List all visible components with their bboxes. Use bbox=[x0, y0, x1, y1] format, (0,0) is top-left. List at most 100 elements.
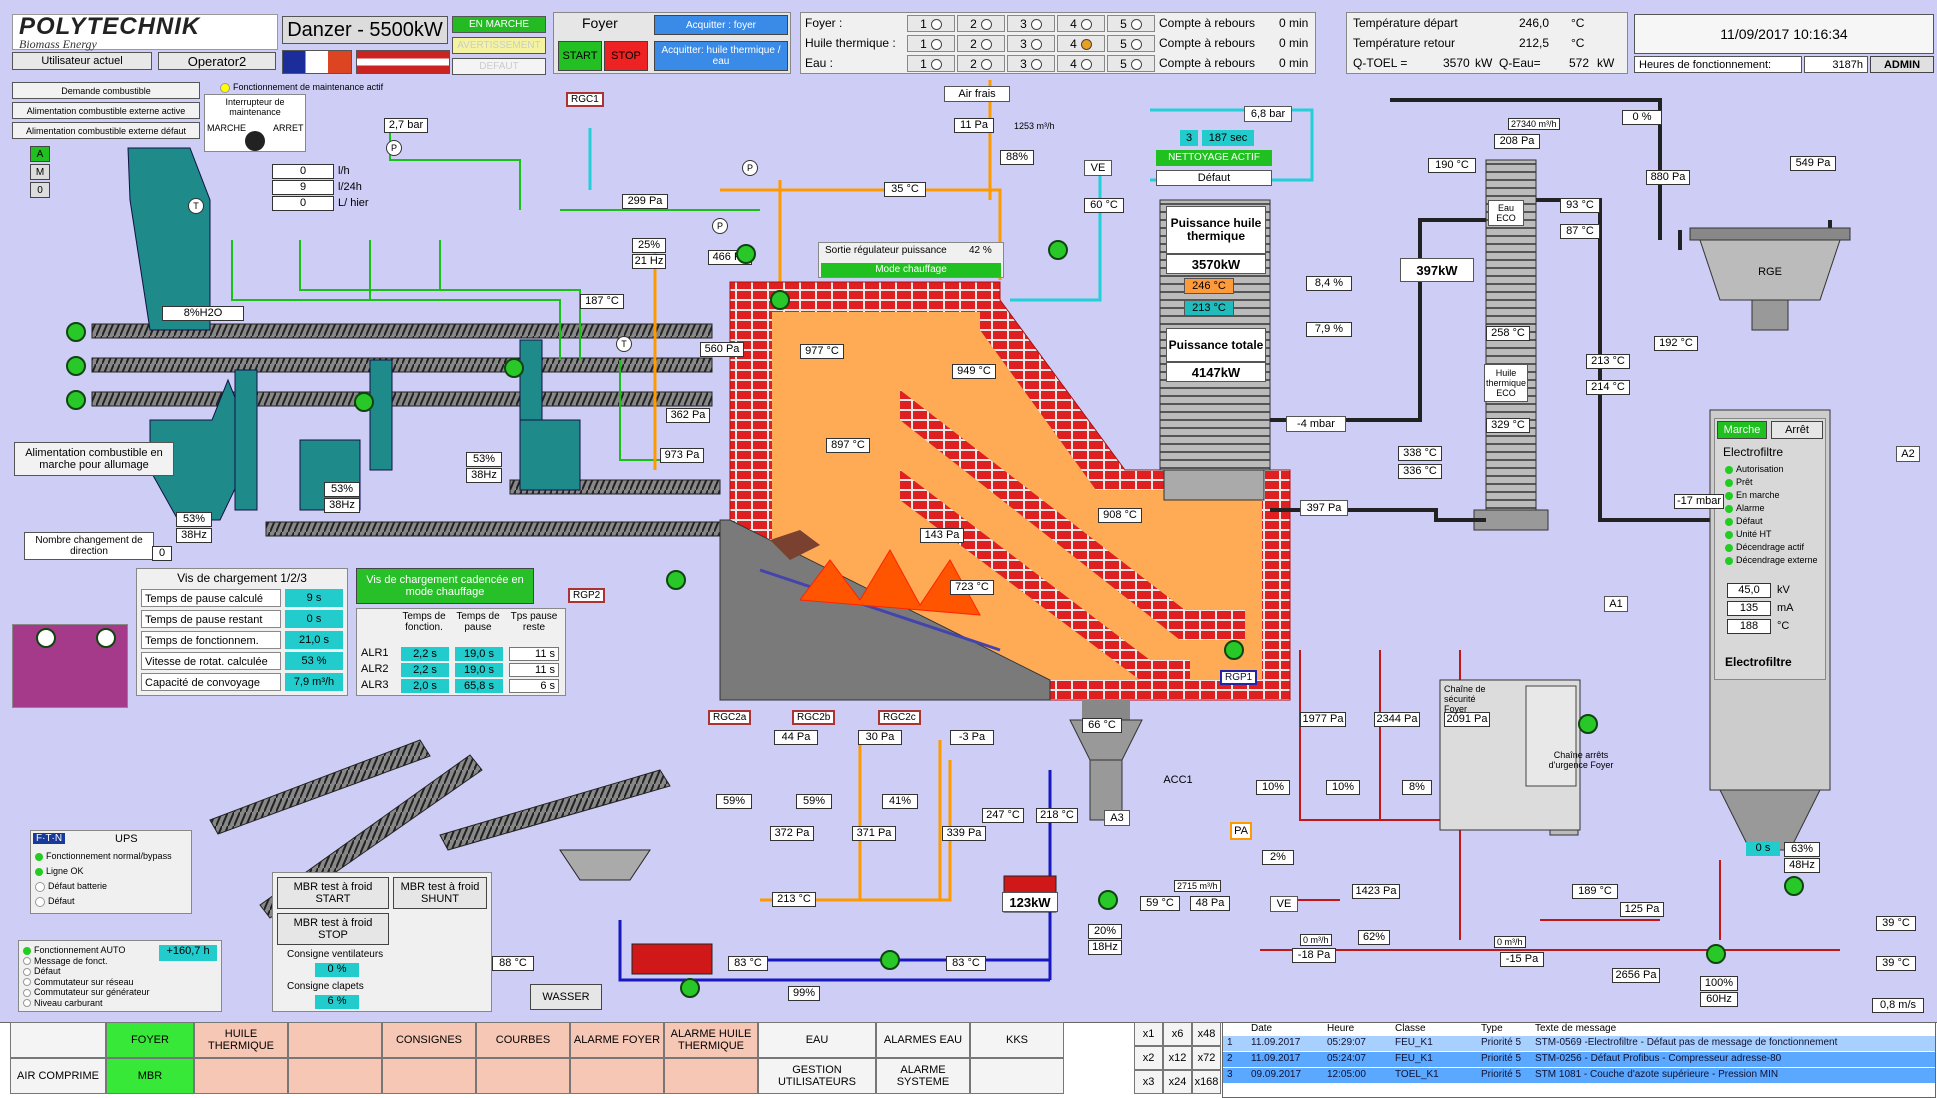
zoom-x48[interactable]: x48 bbox=[1192, 1022, 1221, 1046]
fan-ct201[interactable] bbox=[770, 290, 790, 310]
footer-btn-r2-4[interactable] bbox=[476, 1058, 570, 1094]
zoom-x1[interactable]: x1 bbox=[1134, 1022, 1163, 1046]
fan-an101-b[interactable] bbox=[666, 570, 686, 590]
filter-arret-button[interactable]: Arrêt bbox=[1771, 421, 1823, 439]
motor-ac12[interactable] bbox=[66, 356, 86, 376]
footer-btn-r1-5[interactable]: ALARME FOYER bbox=[570, 1022, 664, 1058]
step-2-1[interactable]: 1 bbox=[907, 55, 955, 72]
air-comprime-button[interactable]: AIR COMPRIME bbox=[10, 1058, 106, 1094]
step-2-5[interactable]: 5 bbox=[1107, 55, 1155, 72]
vis-chargement-button[interactable]: Vis de chargement cadencée en mode chauf… bbox=[356, 568, 534, 604]
step-number: 4 bbox=[1070, 57, 1077, 71]
footer-btn-r1-2[interactable] bbox=[288, 1022, 382, 1058]
step-0-5[interactable]: 5 bbox=[1107, 15, 1155, 32]
fan-466[interactable] bbox=[736, 244, 756, 264]
filter-marche-button[interactable]: Marche bbox=[1717, 421, 1767, 439]
footer-btn-r1-6[interactable]: ALARME HUILE THERMIQUE bbox=[664, 1022, 758, 1058]
pressure-sensor-p201[interactable]: P bbox=[742, 160, 758, 176]
mode-0-button[interactable]: 0 bbox=[30, 182, 50, 198]
pressure-sensor-p202[interactable]: P bbox=[712, 218, 728, 234]
user-name[interactable]: Operator2 bbox=[158, 52, 276, 70]
ack-foyer-button[interactable]: Acquitter : foyer bbox=[654, 15, 788, 35]
mbr-start-button[interactable]: MBR test à froid START bbox=[277, 877, 389, 909]
step-2-4[interactable]: 4 bbox=[1057, 55, 1105, 72]
step-0-1[interactable]: 1 bbox=[907, 15, 955, 32]
switch-knob-icon[interactable] bbox=[245, 131, 265, 151]
step-0-2[interactable]: 2 bbox=[957, 15, 1005, 32]
zoom-x24[interactable]: x24 bbox=[1163, 1070, 1192, 1094]
pump-fan-5[interactable] bbox=[1578, 714, 1598, 734]
footer-btn-r2-0[interactable]: MBR bbox=[106, 1058, 194, 1094]
step-1-1[interactable]: 1 bbox=[907, 35, 955, 52]
motor-alr[interactable] bbox=[36, 628, 56, 648]
zoom-x2[interactable]: x2 bbox=[1134, 1046, 1163, 1070]
zoom-x3[interactable]: x3 bbox=[1134, 1070, 1163, 1094]
pump-fan-2[interactable] bbox=[1706, 944, 1726, 964]
footer-btn-r2-8[interactable]: ALARME SYSTEME bbox=[876, 1058, 970, 1094]
footer-btn-r2-7[interactable]: GESTION UTILISATEURS bbox=[758, 1058, 876, 1094]
wasser-button[interactable]: WASSER bbox=[530, 984, 602, 1010]
temp-sensor-ct201[interactable]: T bbox=[188, 198, 204, 214]
pump-fan-1[interactable] bbox=[1098, 890, 1118, 910]
motor-vtc[interactable] bbox=[96, 628, 116, 648]
step-2-2[interactable]: 2 bbox=[957, 55, 1005, 72]
footer-btn-r1-8[interactable]: ALARMES EAU bbox=[876, 1022, 970, 1058]
consigne-vent-value[interactable]: 0 % bbox=[315, 963, 359, 977]
footer-btn-r2-6[interactable] bbox=[664, 1058, 758, 1094]
fan-an101[interactable] bbox=[1048, 240, 1068, 260]
motor-ab101[interactable] bbox=[504, 358, 524, 378]
footer-btn-r2-1[interactable] bbox=[194, 1058, 288, 1094]
interrupteur-panel[interactable]: Interrupteur de maintenance MARCHE ARRET bbox=[204, 94, 306, 152]
mode-a-button[interactable]: A bbox=[30, 146, 50, 162]
footer-btn-r1-4[interactable]: COURBES bbox=[476, 1022, 570, 1058]
footer-btn-r2-9[interactable] bbox=[970, 1058, 1064, 1094]
br-pa2656: 2656 Pa bbox=[1612, 968, 1660, 983]
step-0-3[interactable]: 3 bbox=[1007, 15, 1055, 32]
fan-filter[interactable] bbox=[1784, 876, 1804, 896]
zoom-x6[interactable]: x6 bbox=[1163, 1022, 1192, 1046]
motor-ac13[interactable] bbox=[66, 390, 86, 410]
footer-btn-r1-9[interactable]: KKS bbox=[970, 1022, 1064, 1058]
ack-oil-button[interactable]: Acquitter: huile thermique / eau bbox=[654, 41, 788, 71]
consigne-clap-label: Consigne clapets bbox=[287, 981, 364, 992]
pump-fan-4[interactable] bbox=[880, 950, 900, 970]
flag-fr[interactable] bbox=[282, 50, 352, 74]
footer-btn-r1-0[interactable]: FOYER bbox=[106, 1022, 194, 1058]
alim-defaut: Alimentation combustible externe défaut bbox=[12, 122, 200, 139]
step-1-4[interactable]: 4 bbox=[1057, 35, 1105, 52]
flag-at[interactable] bbox=[356, 50, 450, 74]
footer-btn-r2-2[interactable] bbox=[288, 1058, 382, 1094]
consigne-clap-value[interactable]: 6 % bbox=[315, 995, 359, 1009]
footer-btn-r2-5[interactable] bbox=[570, 1058, 664, 1094]
stop-button[interactable]: STOP bbox=[604, 41, 648, 71]
flow-1253: 1253 m³/h bbox=[1014, 121, 1055, 131]
admin-button[interactable]: ADMIN bbox=[1870, 56, 1934, 73]
mbr-shunt-button[interactable]: MBR test à froid SHUNT bbox=[393, 877, 487, 909]
mbr-stop-button[interactable]: MBR test à froid STOP bbox=[277, 913, 389, 945]
footer-btn-r1-1[interactable]: HUILE THERMIQUE bbox=[194, 1022, 288, 1058]
start-button[interactable]: START bbox=[558, 41, 602, 71]
footer-btn-r1-3[interactable]: CONSIGNES bbox=[382, 1022, 476, 1058]
footer-btn-r2-3[interactable] bbox=[382, 1058, 476, 1094]
pump-fan-3[interactable] bbox=[680, 978, 700, 998]
motor-ab201[interactable] bbox=[354, 392, 374, 412]
step-1-2[interactable]: 2 bbox=[957, 35, 1005, 52]
pressure-sensor-cp201[interactable]: P bbox=[386, 140, 402, 156]
footer-btn-r1-7[interactable]: EAU bbox=[758, 1022, 876, 1058]
zoom-x12[interactable]: x12 bbox=[1163, 1046, 1192, 1070]
temp-sensor-t201[interactable]: T bbox=[616, 336, 632, 352]
motor-ac11[interactable] bbox=[66, 322, 86, 342]
step-1-3[interactable]: 3 bbox=[1007, 35, 1055, 52]
step-2-3[interactable]: 3 bbox=[1007, 55, 1055, 72]
mode-m-button[interactable]: M bbox=[30, 164, 50, 180]
zoom-x72[interactable]: x72 bbox=[1192, 1046, 1221, 1070]
zoom-x168[interactable]: x168 bbox=[1192, 1070, 1221, 1094]
step-0-4[interactable]: 4 bbox=[1057, 15, 1105, 32]
step-1-5[interactable]: 5 bbox=[1107, 35, 1155, 52]
eco-t329: 329 °C bbox=[1486, 418, 1530, 433]
fan-an102[interactable] bbox=[1224, 640, 1244, 660]
